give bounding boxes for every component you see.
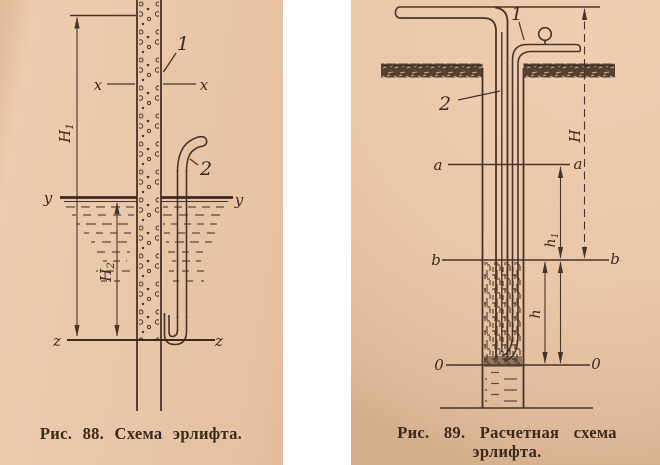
dimension-h-label: h xyxy=(528,309,544,318)
water-texture xyxy=(485,371,521,405)
dimension-H2: H2 xyxy=(97,202,120,337)
pipe2-label: 2 xyxy=(199,158,212,180)
figure-88: H1 H2 x x 1 xyxy=(0,0,283,465)
well-casing xyxy=(481,68,525,408)
section-a-left-label: a xyxy=(434,156,443,174)
pipe1-label: 1 xyxy=(511,4,522,25)
air-bubbles-texture xyxy=(139,1,159,339)
water-level-line-y: y y xyxy=(43,189,244,282)
water-y-left-label: y xyxy=(43,189,53,207)
section-z-right-label: z xyxy=(214,332,223,350)
pipe1-label: 1 xyxy=(177,33,189,55)
dimension-h1-label: h1 xyxy=(543,232,561,247)
air-pipe xyxy=(163,135,208,346)
water-y-right-label: y xyxy=(234,191,244,209)
ground-surface xyxy=(381,63,615,78)
dimension-h: h xyxy=(528,261,548,364)
section-a-right-label: a xyxy=(574,155,583,173)
caption: Рис. 89. Расчетная схема эрлифта. xyxy=(379,423,635,461)
dimension-h1: h1 xyxy=(543,166,564,364)
pipe1-callout: 1 xyxy=(162,33,189,73)
mixer-zone xyxy=(484,356,522,367)
section-line-x: x x xyxy=(94,76,209,94)
section-line-b: b b xyxy=(431,250,620,269)
air-pipe-u-bend xyxy=(163,313,188,346)
water-dashes xyxy=(66,206,230,282)
section-0-left-label: 0 xyxy=(434,356,444,374)
pipe2-callout: 2 xyxy=(438,90,501,115)
figure-88-caption-text: Рис. 88. Схема эрлифта. xyxy=(39,424,243,443)
section-b-left-label: b xyxy=(431,251,441,269)
section-0-right-label: 0 xyxy=(591,355,601,373)
air-pipe-end-cap xyxy=(575,43,582,52)
riser-pipe xyxy=(136,0,162,411)
dimension-H-label: H xyxy=(566,129,584,144)
discharge-open-end xyxy=(394,6,400,19)
dimension-H: H xyxy=(566,7,588,259)
ground-hatch-right xyxy=(523,63,615,78)
section-line-z: z z xyxy=(52,332,223,350)
gauge-icon xyxy=(537,26,553,45)
section-line-a: a a xyxy=(434,155,583,174)
caption: Рис. 88. Схема эрлифта. xyxy=(22,424,260,443)
figure-89: 1 2 a a xyxy=(351,0,660,465)
figure-89-caption-line2: эрлифта. xyxy=(472,442,542,461)
figure-88-drawing: H1 H2 x x 1 xyxy=(43,0,244,411)
well-contents xyxy=(484,262,522,405)
section-x-right-label: x xyxy=(200,76,209,94)
dimension-H1: H1 xyxy=(56,16,80,337)
pipe2-label: 2 xyxy=(438,93,451,115)
section-z-left-label: z xyxy=(52,332,61,350)
section-x-left-label: x xyxy=(94,76,103,94)
dimension-H2-label: H2 xyxy=(97,262,117,283)
figure-89-drawing: 1 2 a a xyxy=(381,4,620,409)
dimension-H1-label: H1 xyxy=(56,123,76,144)
pipe1-callout: 1 xyxy=(511,4,525,41)
air-pipe-cap xyxy=(201,136,208,148)
section-b-right-label: b xyxy=(610,250,620,268)
figure-89-caption-line1: Рис. 89. Расчетная схема xyxy=(397,423,617,442)
section-line-0: 0 0 xyxy=(434,355,601,374)
pipe2-callout: 2 xyxy=(189,158,212,180)
ground-hatch-left xyxy=(381,63,483,78)
emulsion-texture xyxy=(484,262,522,365)
